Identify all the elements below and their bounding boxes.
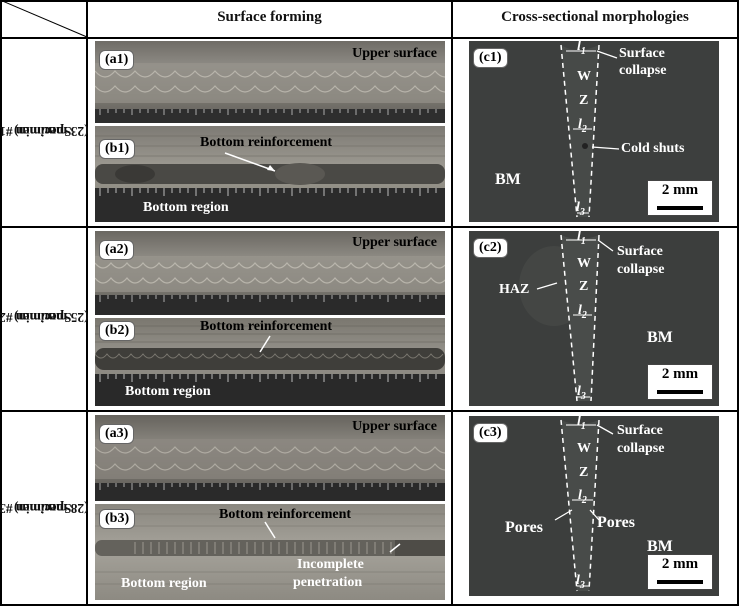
surface-collapse-label-line2: collapse (617, 441, 665, 456)
panel-tag-c2: (c2) (473, 238, 508, 258)
w-label: W (577, 69, 591, 84)
row-label-specimen-3: Specimen #3(28 mm/min) (0, 420, 88, 595)
upper-surface-photo (95, 231, 445, 315)
bm-label: BM (647, 538, 673, 555)
table-border-bottom (0, 604, 739, 606)
bottom-surface-photo (95, 504, 445, 600)
panel-tag-a2: (a2) (99, 240, 135, 260)
table-row-divider-2 (0, 410, 739, 412)
w-label: W (577, 256, 591, 271)
cold-shuts-label: Cold shuts (621, 141, 685, 156)
w-label: W (577, 441, 591, 456)
bm-label: BM (495, 171, 521, 188)
table-col-divider-1 (86, 0, 88, 606)
l1-label: l1 (577, 416, 586, 432)
bottom-reinforcement-label: Bottom reinforcement (219, 507, 352, 522)
panel-tag-b2: (b2) (99, 321, 136, 341)
l3-label: l3 (576, 573, 585, 591)
upper-surface-photo (95, 415, 445, 501)
cross-panel-2: (c2) l1 W Z l2 l3 Surface collapse HAZ B… (469, 231, 719, 406)
header-cross-sectional: Cross-sectional morphologies (501, 9, 689, 25)
row-label-specimen-1: Specimen #1(23 mm/min) (0, 43, 88, 218)
surface-collapse-label: Surface collapse (619, 46, 667, 78)
specimen-speed: (28 mm/min) (13, 500, 89, 516)
table-col-divider-2 (451, 0, 453, 606)
scale-bar-text: 2 mm (661, 182, 699, 198)
z-label: Z (579, 279, 589, 294)
bottom-region-label: Bottom region (143, 200, 229, 215)
bottom-region-label: Bottom region (121, 576, 207, 591)
row-label-specimen-2: Specimen #2(25 mm/min) (0, 229, 88, 404)
surface-collapse-label-line1: Surface (617, 244, 663, 259)
scale-bar-text: 2 mm (661, 366, 699, 382)
table-border-left (0, 0, 2, 606)
header-surface-forming: Surface forming (217, 9, 322, 25)
l2-label: l2 (578, 488, 587, 506)
upper-surface-label: Upper surface (352, 46, 437, 61)
bottom-reinforcement-label: Bottom reinforcement (200, 135, 333, 150)
scale-bar-text: 2 mm (661, 556, 699, 572)
pores-left-label: Pores (505, 519, 543, 536)
table-border-right (737, 0, 739, 606)
upper-surface-label: Upper surface (352, 419, 437, 434)
surface-collapse-label-line2: collapse (617, 262, 665, 277)
scale-bar: 2 mm (647, 180, 713, 216)
specimen-speed: (25 mm/min) (13, 309, 89, 325)
table-row-divider-header (0, 37, 739, 39)
scale-bar-line (657, 580, 703, 584)
bottom-surface-photo (95, 126, 445, 222)
l1-label: l1 (577, 41, 586, 57)
surface-panel-1: (a1) (b1) Upper surface Bottom reinforce… (95, 41, 445, 222)
l1-label: l1 (577, 231, 586, 247)
z-label: Z (579, 465, 589, 480)
pores-right-label: Pores (597, 514, 635, 531)
panel-tag-c1: (c1) (473, 48, 508, 68)
corner-diagonal (0, 0, 88, 38)
l2-label: l2 (578, 303, 587, 321)
scale-bar: 2 mm (647, 364, 713, 400)
upper-surface-photo (95, 41, 445, 123)
bm-label: BM (647, 329, 673, 346)
scale-bar: 2 mm (647, 554, 713, 590)
cross-panel-3: (c3) l1 W Z l2 l3 Surface collapse Pores… (469, 416, 719, 596)
panel-tag-c3: (c3) (473, 423, 508, 443)
surface-panel-2: (a2) (b2) Upper surface Bottom reinforce… (95, 231, 445, 406)
surface-panel-3: (a3) (b3) Upper surface Bottom reinforce… (95, 415, 445, 600)
table-row-divider-1 (0, 226, 739, 228)
specimen-speed: (23 mm/min) (13, 123, 89, 139)
l3-label: l3 (576, 200, 585, 218)
upper-surface-label: Upper surface (352, 235, 437, 250)
panel-tag-b1: (b1) (99, 139, 136, 159)
surface-collapse-label-line1: Surface (617, 423, 663, 438)
table-border-top (0, 0, 739, 2)
cross-panel-1: (c1) l1 W Z l2 l3 Surface collapse Cold … (469, 41, 719, 222)
l2-label: l2 (578, 117, 587, 135)
panel-tag-a3: (a3) (99, 424, 135, 444)
haz-label: HAZ (499, 282, 530, 297)
panel-tag-a1: (a1) (99, 50, 135, 70)
z-label: Z (579, 93, 589, 108)
incomplete-penetration-label-line1: Incomplete (297, 557, 364, 572)
l3-label: l3 (577, 384, 586, 402)
bottom-surface-photo (95, 318, 445, 406)
scale-bar-line (657, 206, 703, 210)
bottom-region-label: Bottom region (125, 384, 211, 399)
incomplete-penetration-label-line2: penetration (293, 575, 363, 590)
panel-tag-b3: (b3) (99, 509, 136, 529)
scale-bar-line (657, 390, 703, 394)
bottom-reinforcement-label: Bottom reinforcement (200, 319, 333, 334)
